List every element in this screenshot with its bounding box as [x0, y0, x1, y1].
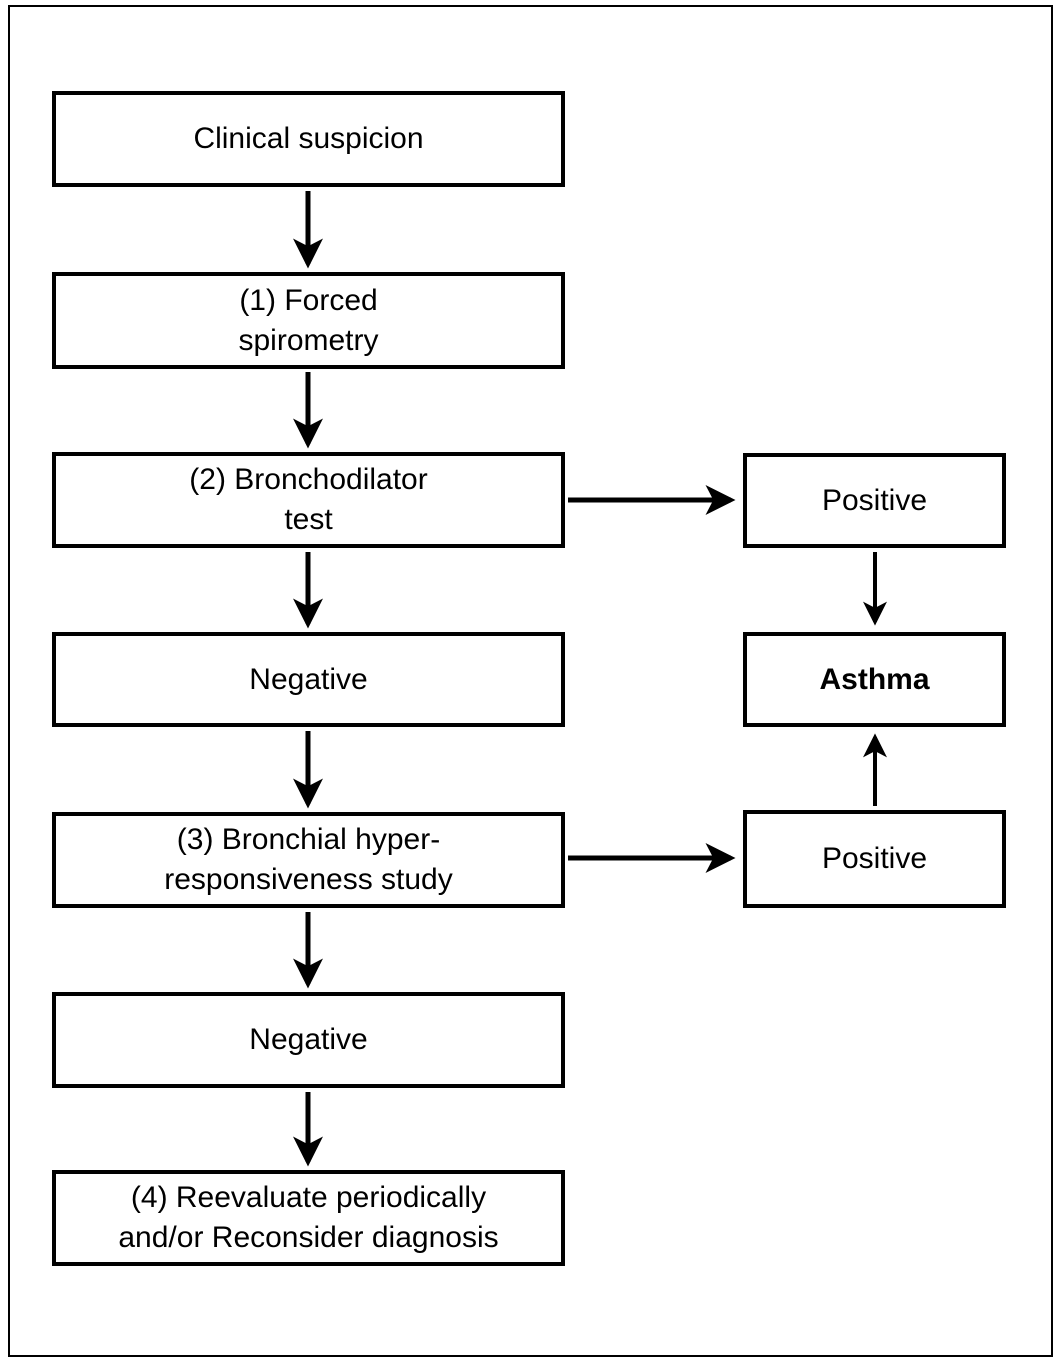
node-positive-hyperstudy: Positive — [743, 810, 1006, 908]
node-negative-bronchodilator: Negative — [52, 632, 565, 727]
node-reevaluate-diagnosis: (4) Reevaluate periodically and/or Recon… — [52, 1170, 565, 1266]
node-hyperresponsiveness-study: (3) Bronchial hyper- responsiveness stud… — [52, 812, 565, 908]
node-forced-spirometry: (1) Forced spirometry — [52, 272, 565, 369]
node-clinical-suspicion: Clinical suspicion — [52, 91, 565, 187]
node-bronchodilator-test: (2) Bronchodilator test — [52, 452, 565, 548]
node-negative-hyperstudy: Negative — [52, 992, 565, 1088]
node-asthma: Asthma — [743, 632, 1006, 727]
node-positive-bronchodilator: Positive — [743, 453, 1006, 548]
figure-border — [8, 5, 1053, 1357]
